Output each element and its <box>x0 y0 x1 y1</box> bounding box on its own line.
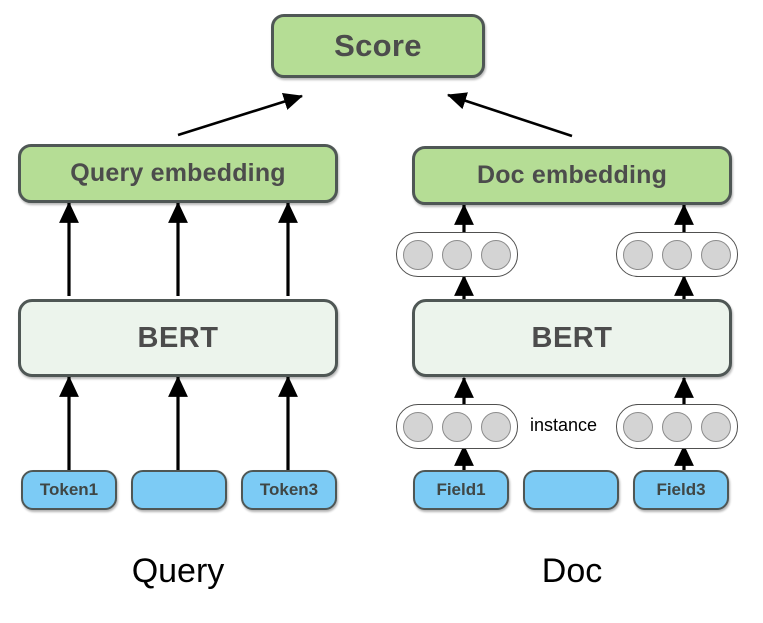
doc-field-3[interactable]: Field3 <box>633 470 729 510</box>
vector-dot <box>701 411 731 442</box>
doc-field-1[interactable]: Field1 <box>413 470 509 510</box>
doc-field-2[interactable] <box>523 470 619 510</box>
doc-bert-label: BERT <box>531 321 613 354</box>
score-label: Score <box>334 28 422 63</box>
vector-dot <box>442 411 472 442</box>
query-caption: Query <box>131 552 225 590</box>
vector-dot <box>662 411 692 442</box>
vector-dot <box>442 239 472 270</box>
vector-dot <box>623 411 653 442</box>
query-token-2[interactable] <box>131 470 227 510</box>
doc-field-1-label: Field1 <box>436 480 486 499</box>
query-bert-box[interactable]: BERT <box>18 299 338 377</box>
doc-lower-vector-2[interactable] <box>616 404 738 449</box>
score-box[interactable]: Score <box>271 14 485 78</box>
query-token-1[interactable]: Token1 <box>21 470 117 510</box>
doc-field-3-label: Field3 <box>656 480 706 499</box>
query-bert-label: BERT <box>137 321 219 354</box>
doc-upper-vector-2[interactable] <box>616 232 738 277</box>
query-embedding-box[interactable]: Query embedding <box>18 144 338 203</box>
arrow-query-embedding-to-score <box>177 93 303 137</box>
doc-embedding-box[interactable]: Doc embedding <box>412 146 732 205</box>
query-token-3-label: Token3 <box>259 480 319 499</box>
vector-dot <box>481 411 511 442</box>
query-token-3[interactable]: Token3 <box>241 470 337 510</box>
doc-bert-box[interactable]: BERT <box>412 299 732 377</box>
vector-dot <box>403 239 433 270</box>
doc-lower-vector-1[interactable] <box>396 404 518 449</box>
query-token-1-label: Token1 <box>39 480 99 499</box>
vector-dot <box>481 239 511 270</box>
doc-caption: Doc <box>541 552 603 590</box>
query-embedding-label: Query embedding <box>70 159 286 187</box>
doc-embedding-label: Doc embedding <box>476 161 668 189</box>
vector-dot <box>701 239 731 270</box>
vector-dot <box>623 239 653 270</box>
doc-upper-vector-1[interactable] <box>396 232 518 277</box>
vector-dot <box>403 411 433 442</box>
instance-label: instance <box>529 415 599 436</box>
vector-dot <box>662 239 692 270</box>
arrow-doc-embedding-to-score <box>447 92 573 138</box>
